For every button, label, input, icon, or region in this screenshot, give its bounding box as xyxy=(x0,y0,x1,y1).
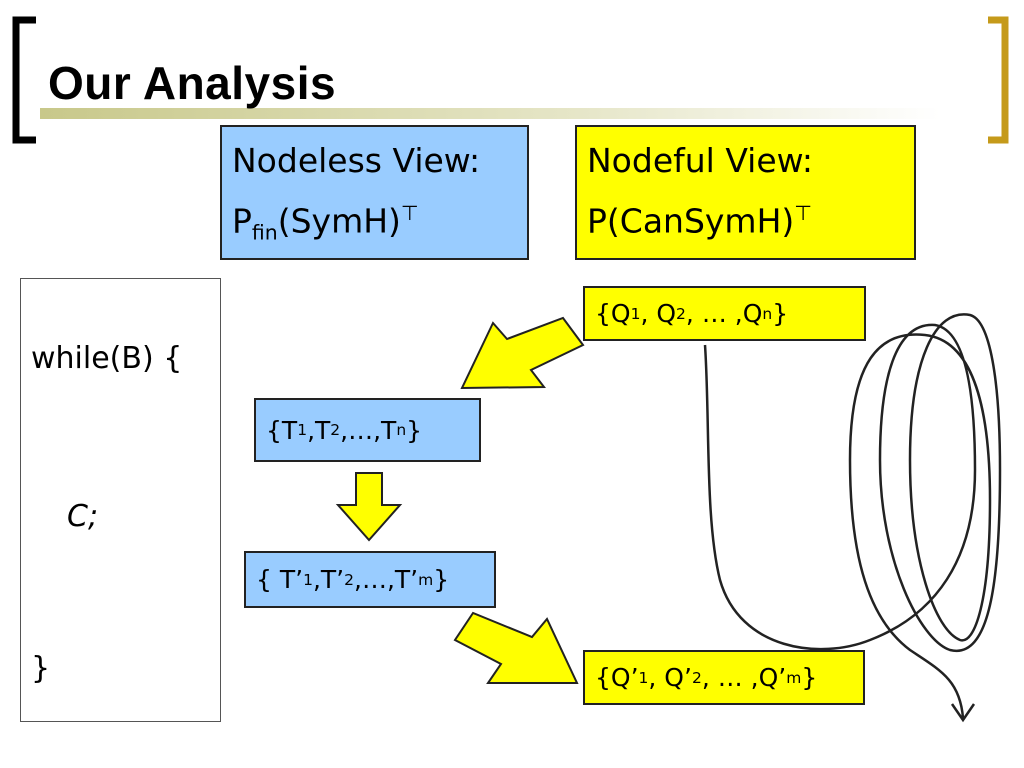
nodeless-view-formula: Pfin(SymH)⊤ xyxy=(232,201,419,245)
arrow-t-prime-to-q-prime xyxy=(453,611,579,684)
loop-curve xyxy=(703,313,1002,719)
right-bracket xyxy=(988,16,1009,144)
code-body-line: C; xyxy=(67,499,99,534)
code-while-line: while(B) { xyxy=(31,341,183,376)
nodeless-view-label: Nodeless View: xyxy=(232,141,481,180)
nodeful-view-formula: P(CanSymH)⊤ xyxy=(587,201,813,241)
nodeful-view-box: Nodeful View: P(CanSymH)⊤ xyxy=(575,125,916,260)
loop-arrowhead xyxy=(950,703,976,723)
nodeful-view-label: Nodeful View: xyxy=(587,141,813,180)
nodeless-view-box: Nodeless View: Pfin(SymH)⊤ xyxy=(220,125,529,260)
t-prime-set-box: { T’1,T’2,…,T’m} xyxy=(244,551,496,608)
arrow-t-to-t-prime xyxy=(335,472,403,542)
slide-title: Our Analysis xyxy=(48,57,337,109)
left-bracket xyxy=(12,16,36,144)
arrow-q-to-t xyxy=(460,316,585,390)
code-close-line: } xyxy=(31,651,51,686)
title-underline xyxy=(40,108,940,119)
loop-code-box: while(B) { C; } xyxy=(20,278,221,722)
q-prime-set-box: {Q’1, Q’2, … ,Q’m} xyxy=(583,650,865,705)
